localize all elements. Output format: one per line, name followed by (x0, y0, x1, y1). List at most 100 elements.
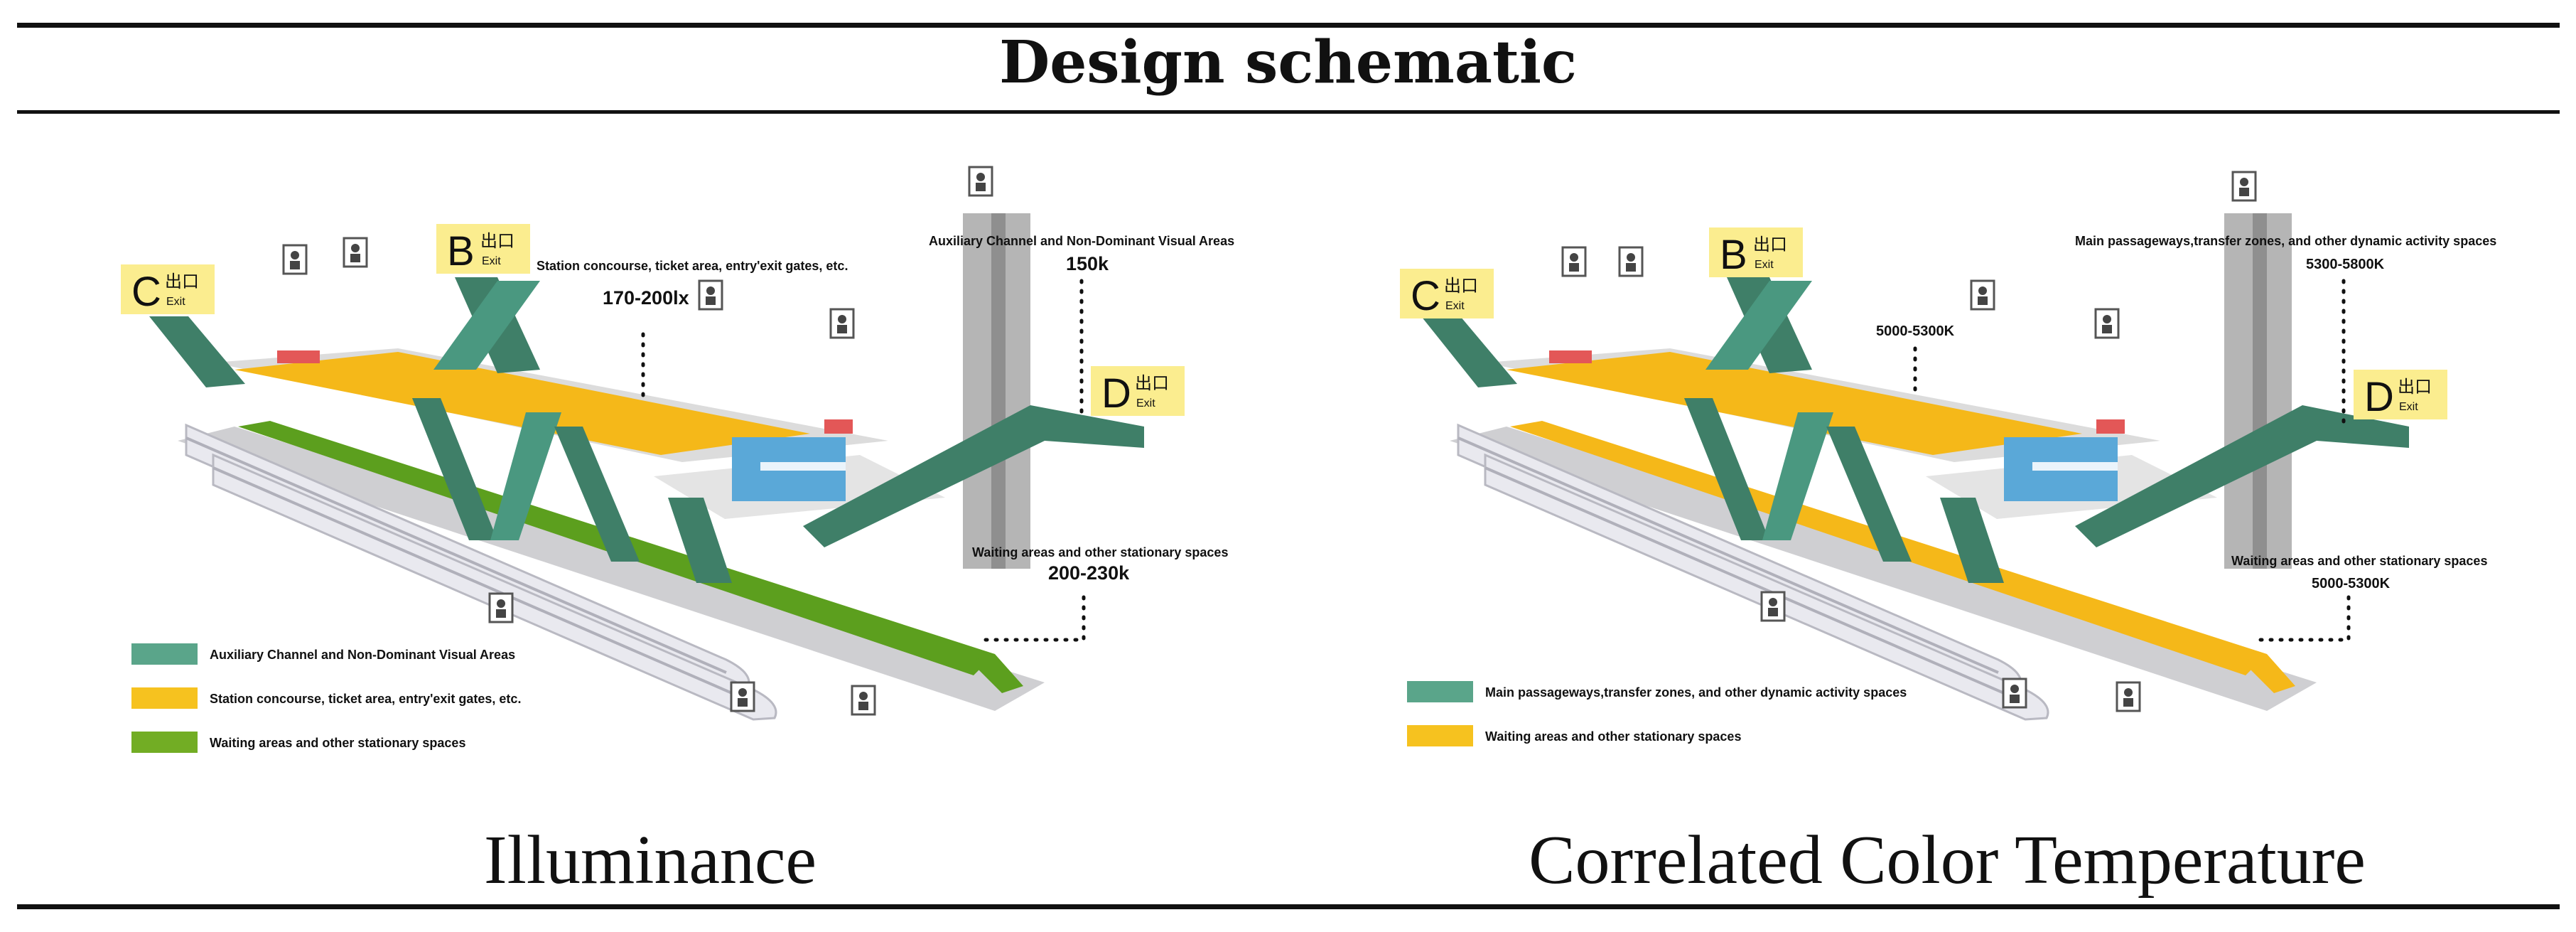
right-legend-label-main: Main passageways,transfer zones, and oth… (1485, 685, 1907, 700)
left-legend-swatch-aux (131, 643, 198, 665)
right-waiting-desc: Waiting areas and other stationary space… (2231, 554, 2487, 568)
right-panel-caption: Correlated Color Temperature (1529, 822, 2366, 899)
right-support-legs-3 (1826, 427, 1912, 562)
svg-text:出口: 出口 (165, 272, 199, 291)
svg-text:Exit: Exit (1755, 259, 1774, 271)
left-gate-red-2 (277, 350, 320, 363)
right-waiting-value: 5000-5300K (2312, 576, 2391, 591)
left-restroom-icon (343, 237, 368, 268)
right-clock-icon (2231, 171, 2257, 202)
left-panel-caption: Illuminance (483, 822, 817, 899)
svg-text:Exit: Exit (1136, 397, 1155, 409)
right-legend-label-waiting: Waiting areas and other stationary space… (1485, 729, 1741, 744)
svg-text:D: D (1101, 370, 1131, 417)
svg-text:Exit: Exit (2399, 401, 2418, 413)
right-legend-swatch-main (1407, 681, 1473, 702)
left-legend-swatch-concourse (131, 687, 198, 709)
right-exit-c-badge: C 出口 Exit (1400, 269, 1494, 319)
left-leader-waiting (979, 595, 1086, 642)
page-title: Design schematic (999, 28, 1577, 97)
right-exit-b-badge: B 出口 Exit (1709, 227, 1803, 278)
right-legend-swatch-waiting (1407, 725, 1473, 746)
top-rule (17, 23, 2560, 28)
right-concourse-value: 5000-5300K (1876, 323, 1955, 339)
left-exit-d-badge: D 出口 Exit (1091, 366, 1185, 417)
left-support-legs-3 (554, 427, 640, 562)
right-concourse-orange-zone (1507, 352, 2082, 455)
right-waiting-platform-tip (2242, 654, 2295, 693)
left-legend: Auxiliary Channel and Non-Dominant Visua… (131, 643, 521, 753)
left-exit-c-ramp (149, 316, 245, 387)
svg-text:出口: 出口 (1753, 235, 1787, 255)
right-restroom-icon (1618, 246, 1644, 277)
left-exit-b-ramp-2 (433, 281, 540, 370)
right-ground-slab (1450, 427, 2317, 711)
right-exit-d-corridor (2075, 405, 2409, 547)
right-gate-red-2 (1549, 350, 1592, 363)
right-exit-d-badge: D 出口 Exit (2354, 370, 2447, 420)
title-underline-rule (17, 110, 2560, 114)
svg-text:出口: 出口 (1135, 373, 1169, 393)
right-support-legs-4 (1940, 498, 2004, 583)
left-waiting-desc: Waiting areas and other stationary space… (972, 545, 1228, 559)
right-elevator-icon (1970, 279, 1995, 311)
svg-text:C: C (1411, 273, 1440, 319)
left-info-icon (851, 685, 876, 716)
left-panel-diagram: C 出口 Exit B 出口 Exit D 出口 Exit Station co… (121, 166, 1234, 753)
right-support-legs (1684, 398, 1769, 540)
svg-text:出口: 出口 (2398, 377, 2432, 397)
right-exit-b-ramp-2 (1705, 281, 1812, 370)
right-accessible-icon (1760, 591, 1786, 622)
right-main-desc: Main passageways,transfer zones, and oth… (2075, 234, 2496, 248)
right-leader-waiting (2251, 595, 2351, 642)
right-gate-red (2096, 419, 2125, 434)
right-info-icon (2116, 681, 2141, 712)
left-legend-label-concourse: Station concourse, ticket area, entry'ex… (210, 692, 521, 706)
left-aux-desc: Auxiliary Channel and Non-Dominant Visua… (929, 234, 1234, 248)
left-legend-swatch-waiting (131, 732, 198, 753)
left-stairs-icon (829, 308, 855, 339)
right-family-icon (2002, 677, 2027, 709)
svg-text:Exit: Exit (1445, 300, 1465, 312)
svg-text:Exit: Exit (482, 255, 501, 267)
left-ground-slab (178, 427, 1045, 711)
right-stairs-icon (2094, 308, 2120, 339)
left-support-legs-4 (668, 498, 732, 583)
left-legend-label-aux: Auxiliary Channel and Non-Dominant Visua… (210, 648, 515, 662)
right-main-value: 5300-5800K (2306, 257, 2385, 272)
svg-text:C: C (131, 269, 161, 315)
left-waiting-value: 200-230k (1048, 562, 1130, 584)
left-exit-b-badge: B 出口 Exit (436, 224, 530, 274)
left-exit-d-corridor (803, 405, 1144, 547)
right-legend: Main passageways,transfer zones, and oth… (1407, 681, 1907, 746)
svg-text:出口: 出口 (1444, 276, 1478, 296)
right-ticket-block-stripe (2032, 462, 2118, 471)
left-gate-red (824, 419, 853, 434)
left-clock-icon (968, 166, 993, 197)
left-vertical-tower-shade (991, 213, 1006, 569)
left-exit-c-badge: C 出口 Exit (121, 264, 215, 315)
left-family-icon (730, 681, 755, 712)
left-legend-label-waiting: Waiting areas and other stationary space… (210, 736, 465, 750)
left-support-legs (412, 398, 497, 540)
left-concourse-desc: Station concourse, ticket area, entry'ex… (537, 259, 848, 273)
svg-text:B: B (447, 228, 475, 274)
left-escalator-icon (282, 244, 308, 275)
left-waiting-platform-tip (970, 654, 1023, 693)
svg-text:出口: 出口 (480, 231, 514, 251)
left-concourse-orange-zone (235, 352, 810, 455)
right-escalator-icon (1561, 246, 1587, 277)
right-vertical-tower-shade (2253, 213, 2267, 569)
svg-text:B: B (1720, 232, 1747, 278)
left-aux-value: 150k (1066, 253, 1109, 274)
left-elevator-icon (698, 279, 723, 311)
svg-text:D: D (2364, 374, 2394, 420)
right-exit-c-ramp (1421, 316, 1517, 387)
left-accessible-icon (488, 592, 514, 623)
right-panel-diagram: C 出口 Exit B 出口 Exit D 出口 Exit 5000-5300K… (1400, 171, 2496, 746)
left-support-legs-2 (490, 412, 561, 540)
left-concourse-value: 170-200lx (603, 287, 689, 309)
bottom-rule (17, 904, 2560, 909)
right-support-legs-2 (1762, 412, 1833, 540)
